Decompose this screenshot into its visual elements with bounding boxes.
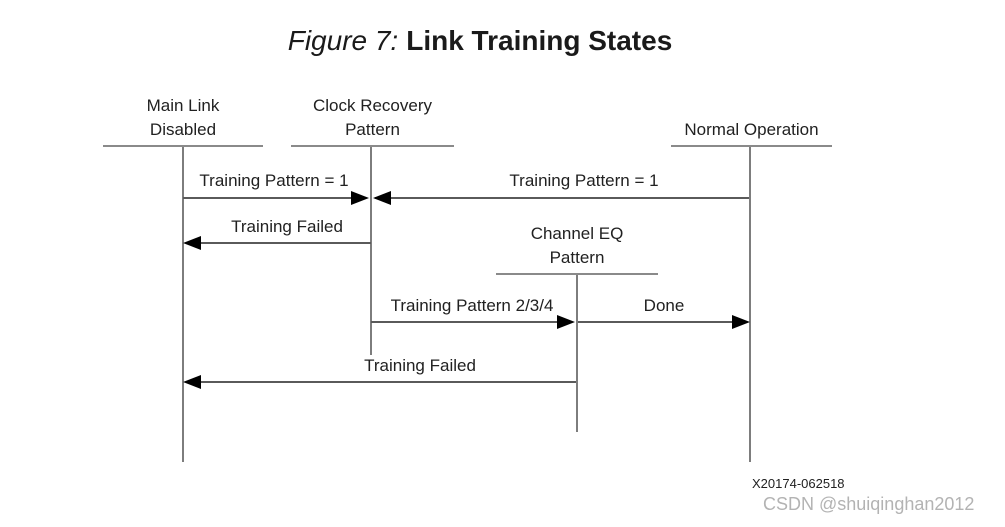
message-label-training-pattern-1-left: Training Pattern = 1 (199, 171, 349, 190)
message-line-training-pattern-234 (371, 321, 561, 323)
figure-title: Figure 7:Link Training States (0, 23, 960, 59)
state-bar-main-link-disabled (103, 145, 263, 147)
lifeline-channel-eq-pattern (576, 275, 578, 432)
arrowhead-right-icon (557, 315, 575, 329)
state-bar-normal-operation (671, 145, 832, 147)
lifeline-main-link-disabled (182, 147, 184, 462)
state-bar-channel-eq-pattern (496, 273, 658, 275)
state-bar-clock-recovery-pattern (291, 145, 454, 147)
message-label-training-pattern-234: Training Pattern 2/3/4 (390, 296, 554, 315)
message-label-done: Done (643, 296, 685, 315)
figure-number-label: Figure 7: (287, 25, 399, 56)
figure-number: X20174-062518 (752, 476, 845, 491)
figure-title-text: Link Training States (406, 25, 673, 56)
arrowhead-left-icon (373, 191, 391, 205)
arrowhead-right-icon (351, 191, 369, 205)
message-line-training-failed-lower (188, 381, 576, 383)
message-label-training-failed-upper: Training Failed (231, 217, 343, 236)
message-line-done (578, 321, 734, 323)
state-label-clock-recovery-pattern: Clock Recovery Pattern (312, 96, 433, 139)
arrowhead-left-icon (183, 375, 201, 389)
message-label-training-pattern-1-right: Training Pattern = 1 (509, 171, 659, 190)
message-line-training-pattern-1-right (375, 197, 749, 199)
arrowhead-left-icon (183, 236, 201, 250)
arrowhead-right-icon (732, 315, 750, 329)
state-label-main-link-disabled: Main Link Disabled (146, 96, 220, 139)
lifeline-normal-operation (749, 147, 751, 462)
message-label-training-failed-lower: Training Failed (364, 356, 476, 375)
state-label-channel-eq-pattern: Channel EQ Pattern (530, 224, 624, 267)
state-label-normal-operation: Normal Operation (684, 120, 819, 139)
message-line-training-pattern-1-left (183, 197, 355, 199)
lifeline-clock-recovery-pattern (370, 147, 372, 355)
watermark-text: CSDN @shuiqinghan2012 (763, 494, 975, 514)
message-line-training-failed-upper (188, 242, 371, 244)
